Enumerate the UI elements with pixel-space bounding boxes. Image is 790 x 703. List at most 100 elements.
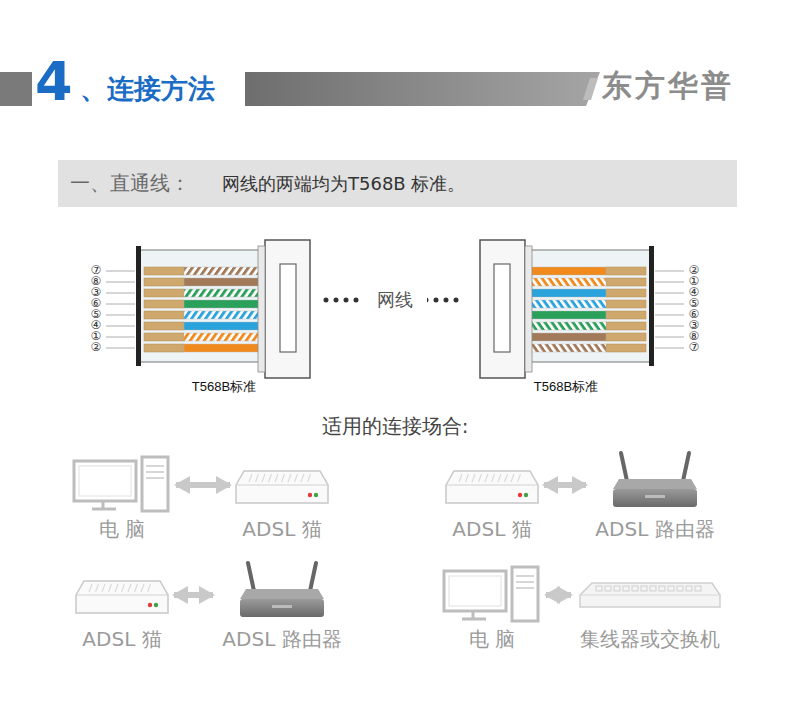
pin-contact bbox=[144, 333, 184, 341]
port bbox=[623, 586, 629, 591]
switch-body bbox=[580, 583, 720, 607]
vent bbox=[518, 474, 521, 482]
vent bbox=[498, 474, 501, 482]
vent bbox=[135, 584, 138, 592]
wire bbox=[525, 333, 606, 341]
subheading: 适用的连接场合: bbox=[322, 415, 469, 437]
vent bbox=[492, 474, 495, 482]
drive-bay bbox=[516, 587, 534, 589]
port bbox=[641, 586, 647, 591]
pin-leader bbox=[655, 348, 684, 349]
pin-contact bbox=[144, 322, 184, 330]
wire bbox=[525, 267, 606, 275]
logo-slash bbox=[583, 78, 598, 100]
drive-bay bbox=[516, 581, 534, 583]
antenna bbox=[310, 563, 316, 591]
router-top bbox=[613, 479, 697, 489]
vent bbox=[308, 474, 311, 482]
vent bbox=[109, 584, 112, 592]
router-body bbox=[613, 489, 697, 507]
tower bbox=[142, 457, 168, 511]
device-label: 集线器或交换机 bbox=[577, 627, 723, 651]
band-heading: 一、直通线： bbox=[70, 170, 190, 197]
port bbox=[614, 586, 620, 591]
screen bbox=[79, 466, 131, 496]
vent bbox=[122, 584, 125, 592]
port bbox=[596, 586, 602, 591]
vent bbox=[301, 474, 304, 482]
modem-edge bbox=[446, 485, 538, 486]
pin-number: ⑦ bbox=[689, 341, 700, 354]
header-bar bbox=[245, 72, 600, 106]
plug-body bbox=[480, 240, 525, 378]
section-band: 一、直通线：网线的两端均为T568B 标准。 bbox=[58, 160, 737, 207]
vent bbox=[275, 474, 278, 482]
title: 、连接方法 bbox=[80, 72, 215, 106]
pin-leader bbox=[106, 315, 135, 316]
vent bbox=[479, 474, 482, 482]
double-arrow bbox=[544, 482, 586, 488]
device: ADSL 猫 bbox=[76, 567, 168, 655]
pin-leader bbox=[655, 337, 684, 338]
tower bbox=[512, 567, 538, 621]
device-label: 电 脑 bbox=[444, 627, 540, 651]
pin-contact bbox=[606, 278, 646, 286]
device-label: ADSL 路由器 bbox=[592, 517, 718, 541]
port bbox=[677, 586, 683, 591]
plug-collar bbox=[525, 246, 532, 372]
rj45-plug bbox=[106, 240, 310, 378]
modem-body bbox=[236, 471, 328, 503]
wire bbox=[525, 289, 606, 297]
vent bbox=[472, 474, 475, 482]
led bbox=[148, 603, 152, 607]
led bbox=[524, 493, 528, 497]
double-arrow bbox=[176, 482, 230, 488]
pin-contact bbox=[606, 344, 646, 352]
port bbox=[632, 586, 638, 591]
pin-leader bbox=[106, 304, 135, 305]
vent bbox=[148, 584, 151, 592]
vent bbox=[256, 474, 259, 482]
wire bbox=[184, 289, 265, 297]
pin-contact bbox=[144, 300, 184, 308]
device-icon bbox=[580, 583, 720, 607]
drive-bay bbox=[146, 471, 164, 473]
device: ADSL 路由器 bbox=[219, 567, 345, 655]
wire bbox=[525, 344, 606, 352]
screen bbox=[449, 576, 501, 606]
double-arrow bbox=[546, 592, 571, 598]
antenna bbox=[621, 453, 627, 481]
vent bbox=[262, 474, 265, 482]
antenna bbox=[248, 563, 254, 591]
port bbox=[659, 586, 665, 591]
plug-front-edge bbox=[649, 246, 654, 366]
pin-leader bbox=[655, 282, 684, 283]
monitor bbox=[444, 571, 506, 611]
device-icon bbox=[236, 471, 328, 503]
device-label: ADSL 猫 bbox=[446, 517, 538, 541]
vent bbox=[96, 584, 99, 592]
port bbox=[668, 586, 674, 591]
modem-body bbox=[446, 471, 538, 503]
antenna bbox=[683, 453, 689, 481]
device-label: ADSL 路由器 bbox=[219, 627, 345, 651]
brand-logo: 东方华普 bbox=[602, 71, 734, 101]
pin-contact bbox=[606, 289, 646, 297]
device: 集线器或交换机 bbox=[577, 567, 723, 655]
device-icon bbox=[76, 581, 168, 613]
rj45-plug bbox=[480, 240, 684, 378]
header-block bbox=[0, 72, 32, 106]
wire bbox=[184, 278, 265, 286]
switch-edge bbox=[580, 595, 720, 596]
vent bbox=[128, 584, 131, 592]
pin-leader bbox=[655, 304, 684, 305]
plug-body bbox=[265, 240, 310, 378]
wire bbox=[184, 267, 265, 275]
pin-contact bbox=[144, 289, 184, 297]
wire bbox=[184, 333, 265, 341]
vent bbox=[269, 474, 272, 482]
wire bbox=[525, 311, 606, 319]
pin-contact bbox=[606, 311, 646, 319]
device: ADSL 猫 bbox=[446, 457, 538, 545]
